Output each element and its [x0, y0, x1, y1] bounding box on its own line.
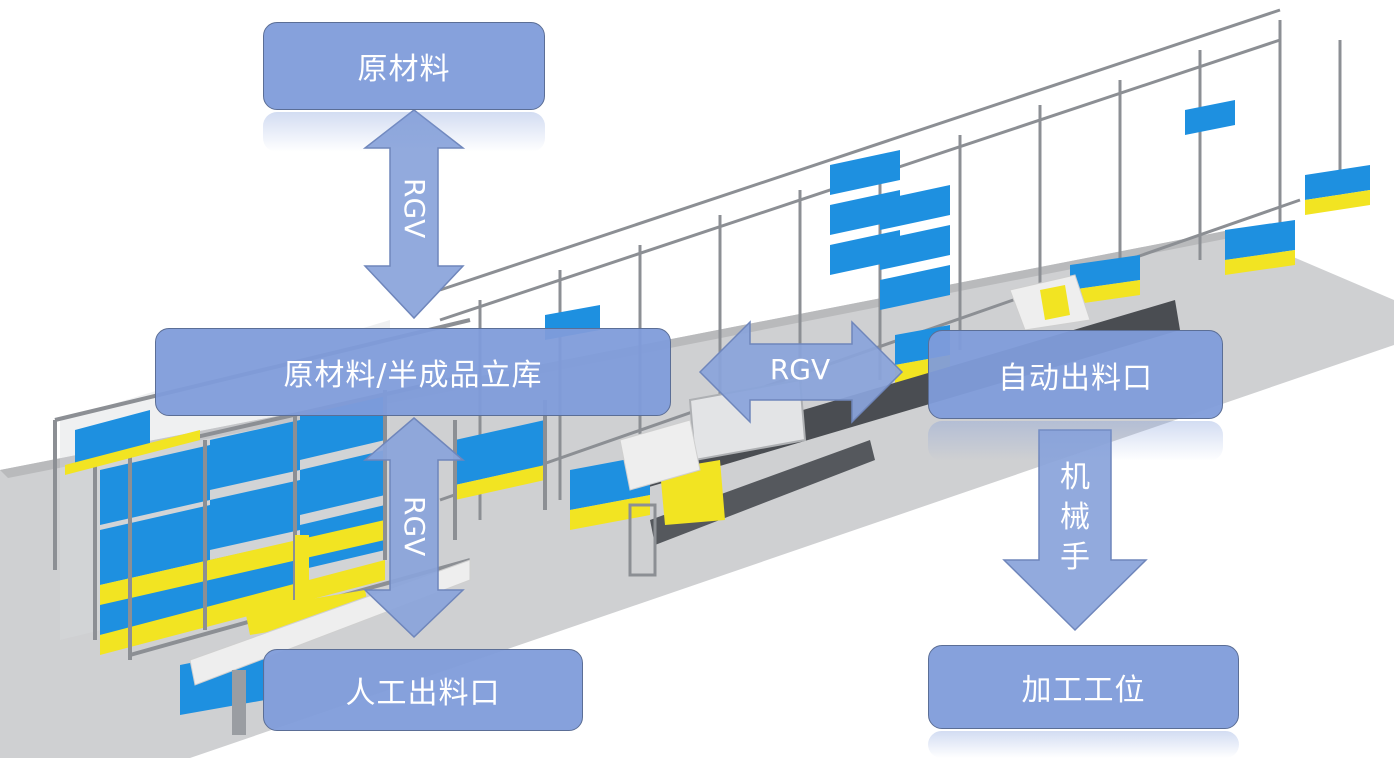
back-rack-bins [830, 100, 1370, 385]
node-auto-outlet-label: 自动出料口 [998, 360, 1153, 396]
robot-arm-char-2: 械 [1060, 500, 1090, 535]
arrow-robot-arm [1002, 429, 1148, 632]
node-workstation: 加工工位 [928, 645, 1239, 729]
node-workstation-label: 加工工位 [1021, 673, 1146, 708]
node-manual-outlet: 人工出料口 [263, 649, 583, 731]
node-manual-outlet-label: 人工出料口 [345, 676, 501, 711]
edge-label-robot-arm: 机 械 手 [1055, 458, 1095, 578]
node-auto-outlet: 自动出料口 [928, 330, 1223, 419]
arrow-top-rgv [362, 109, 466, 320]
edge-label-bottom-rgv: RGV [398, 496, 431, 557]
robot-arm-char-1: 机 [1060, 460, 1090, 495]
robot-arm-char-3: 手 [1060, 540, 1090, 575]
arrow-horizontal-rgv [698, 320, 904, 424]
edge-label-top-rgv: RGV [398, 178, 431, 239]
node-raw-material-label: 原材料 [357, 52, 451, 87]
node-warehouse-label: 原材料/半成品立库 [283, 358, 543, 393]
node-warehouse: 原材料/半成品立库 [155, 328, 671, 416]
edge-label-horizontal-rgv: RGV [769, 353, 831, 386]
arrow-bottom-rgv [362, 417, 466, 639]
node-raw-material: 原材料 [263, 22, 545, 110]
